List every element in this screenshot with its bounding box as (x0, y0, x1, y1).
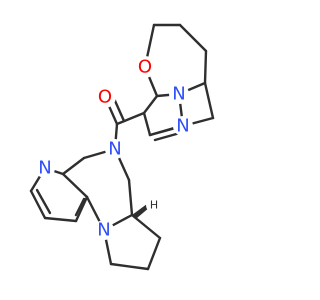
bond-pyridine-c-c1 (29, 189, 47, 220)
pyrrolidine-nitrogen-bg (94, 220, 114, 240)
ring-oxygen-label: O (138, 57, 152, 78)
pyrazole-n1-bg (169, 84, 189, 104)
stereo-hydrogen-bg (146, 197, 162, 213)
carbonyl-oxygen-bg (94, 86, 116, 108)
pyrazole-n2-label: N (176, 116, 189, 137)
bond-stereocenter-ch2 (127, 178, 134, 217)
bond-pyridine-double-1 (35, 188, 52, 215)
stereo-hydrogen-label: H (150, 199, 158, 212)
bond-pyridine-double-2 (74, 197, 86, 217)
bond-pyridine-c-c3 (74, 195, 89, 223)
pyridine-nitrogen-label: N (38, 158, 51, 179)
bond-ch2-c (61, 156, 86, 176)
bond-c2-c3 (178, 23, 208, 53)
ring-oxygen-bg (134, 56, 156, 78)
bond-pyridine-c-c2 (43, 216, 78, 223)
molecule-structure-diagram: O O N N N N N H (29, 23, 215, 271)
bond-pyridine-c-c4 (61, 172, 89, 199)
atom-backgrounds (35, 56, 193, 240)
molecule-structure-canvas: O O N N N N N H (29, 23, 215, 271)
pyridine-nitrogen-bg (35, 158, 55, 178)
pyrazole-n2-bg (173, 116, 193, 136)
amide-nitrogen-label: N (108, 139, 121, 160)
amide-nitrogen-bg (105, 139, 125, 159)
carbonyl-oxygen-label: O (98, 87, 112, 108)
bond-c-cring (142, 94, 159, 115)
bond-pyrrolidine-c3-stereocenter (130, 213, 162, 240)
bond-pyrrolidine-c1-c2 (109, 262, 150, 271)
bond-c-c (142, 111, 152, 137)
bond-c-carbonyl (115, 111, 146, 126)
bond-c3-c4 (203, 49, 208, 85)
bond-pyrrolidine-c2-c3 (146, 236, 162, 271)
pyrazole-n1-label: N (172, 84, 185, 105)
pyrrolidine-nitrogen-label: N (97, 220, 110, 241)
bond-pyrazole-c1 (203, 81, 215, 120)
